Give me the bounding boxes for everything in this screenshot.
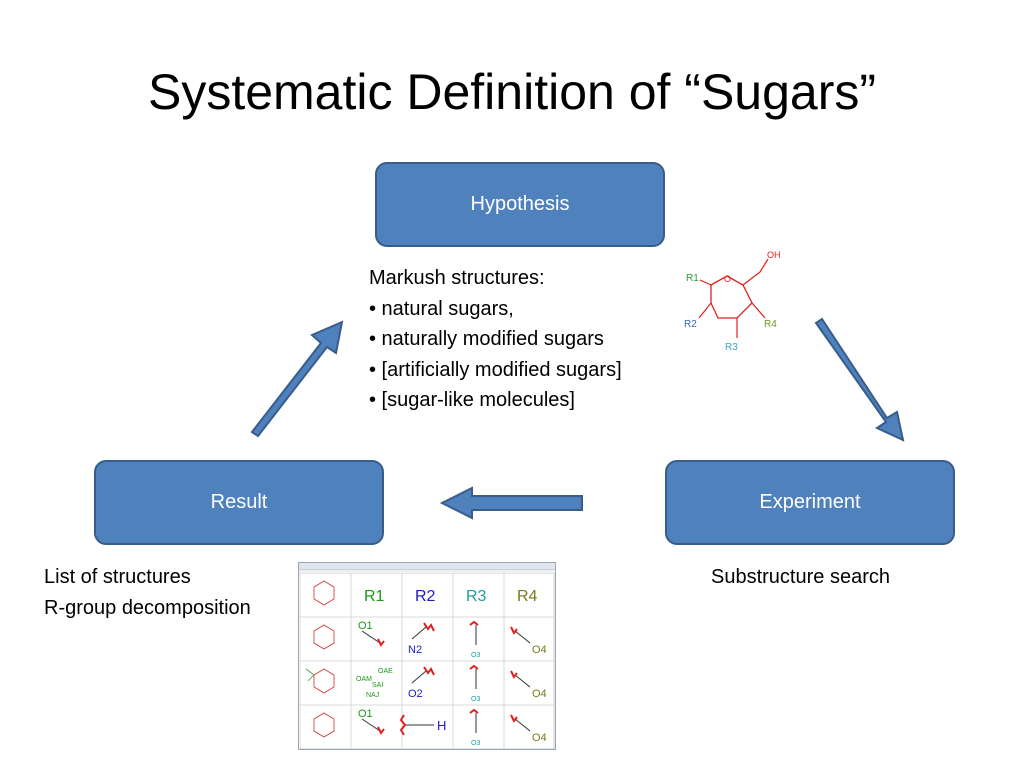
table-cell: O1 bbox=[358, 620, 373, 632]
window-menubar bbox=[299, 570, 555, 574]
markush-list: Markush structures: • natural sugars, • … bbox=[369, 263, 622, 416]
molecule-oh: OH bbox=[767, 250, 781, 260]
table-ring-structures bbox=[313, 580, 335, 738]
table-cell: O3 bbox=[471, 696, 480, 703]
experiment-description: Substructure search bbox=[711, 566, 890, 588]
r-group-table: R1 R2 R3 R4 O1 N2 O3 O bbox=[300, 573, 555, 749]
arrow-hypothesis-to-experiment bbox=[814, 317, 905, 442]
markush-item: • [artificially modified sugars] bbox=[369, 358, 622, 381]
molecule-r1: R1 bbox=[686, 273, 699, 284]
arrow-result-to-hypothesis bbox=[250, 320, 344, 438]
table-cell: N2 bbox=[408, 644, 422, 656]
table-cell: O1 bbox=[358, 708, 373, 720]
table-cell: O4 bbox=[532, 688, 547, 700]
sugar-molecule: OH O R1 R2 R3 R4 bbox=[684, 250, 781, 353]
slide-title: Systematic Definition of “Sugars” bbox=[147, 64, 877, 120]
arrow-experiment-to-result bbox=[439, 486, 583, 520]
r-group-table-screenshot: R1 R2 R3 R4 O1 N2 O3 O bbox=[298, 562, 556, 750]
result-line: List of structures bbox=[44, 566, 191, 588]
hypothesis-box: Hypothesis bbox=[375, 162, 665, 247]
hypothesis-label: Hypothesis bbox=[470, 193, 570, 215]
molecule-o: O bbox=[724, 274, 731, 284]
table-cell: O4 bbox=[532, 644, 547, 656]
table-header-r1: R1 bbox=[364, 588, 385, 605]
markush-item: • [sugar-like molecules] bbox=[369, 389, 575, 411]
table-cell: NAJ bbox=[366, 692, 379, 699]
table-cell: O2 bbox=[408, 688, 423, 700]
table-header-r3: R3 bbox=[466, 588, 487, 605]
molecule-r4: R4 bbox=[764, 319, 777, 330]
molecule-ring bbox=[710, 275, 753, 319]
result-description: List of structures R-group decomposition bbox=[44, 562, 251, 623]
table-cell: SAI bbox=[372, 682, 383, 689]
molecule-r3: R3 bbox=[725, 342, 738, 353]
result-line: R-group decomposition bbox=[44, 596, 251, 619]
table-cell: OAE bbox=[378, 668, 393, 675]
table-cell: OAM bbox=[356, 676, 372, 683]
markush-item: • natural sugars, bbox=[369, 297, 514, 320]
table-cell: O3 bbox=[471, 740, 480, 747]
table-header-r4: R4 bbox=[517, 588, 538, 605]
table-cell: O3 bbox=[471, 652, 480, 659]
molecule-r2: R2 bbox=[684, 319, 697, 330]
experiment-label: Experiment bbox=[759, 491, 861, 513]
markush-heading: Markush structures: bbox=[369, 267, 545, 289]
result-box: Result bbox=[94, 460, 384, 545]
window-titlebar bbox=[299, 563, 555, 570]
experiment-box: Experiment bbox=[665, 460, 955, 545]
result-label: Result bbox=[210, 491, 268, 513]
markush-item: • naturally modified sugars bbox=[369, 328, 604, 350]
table-header-r2: R2 bbox=[415, 588, 436, 605]
table-cell: O4 bbox=[532, 732, 547, 744]
table-cell: H bbox=[437, 718, 446, 733]
